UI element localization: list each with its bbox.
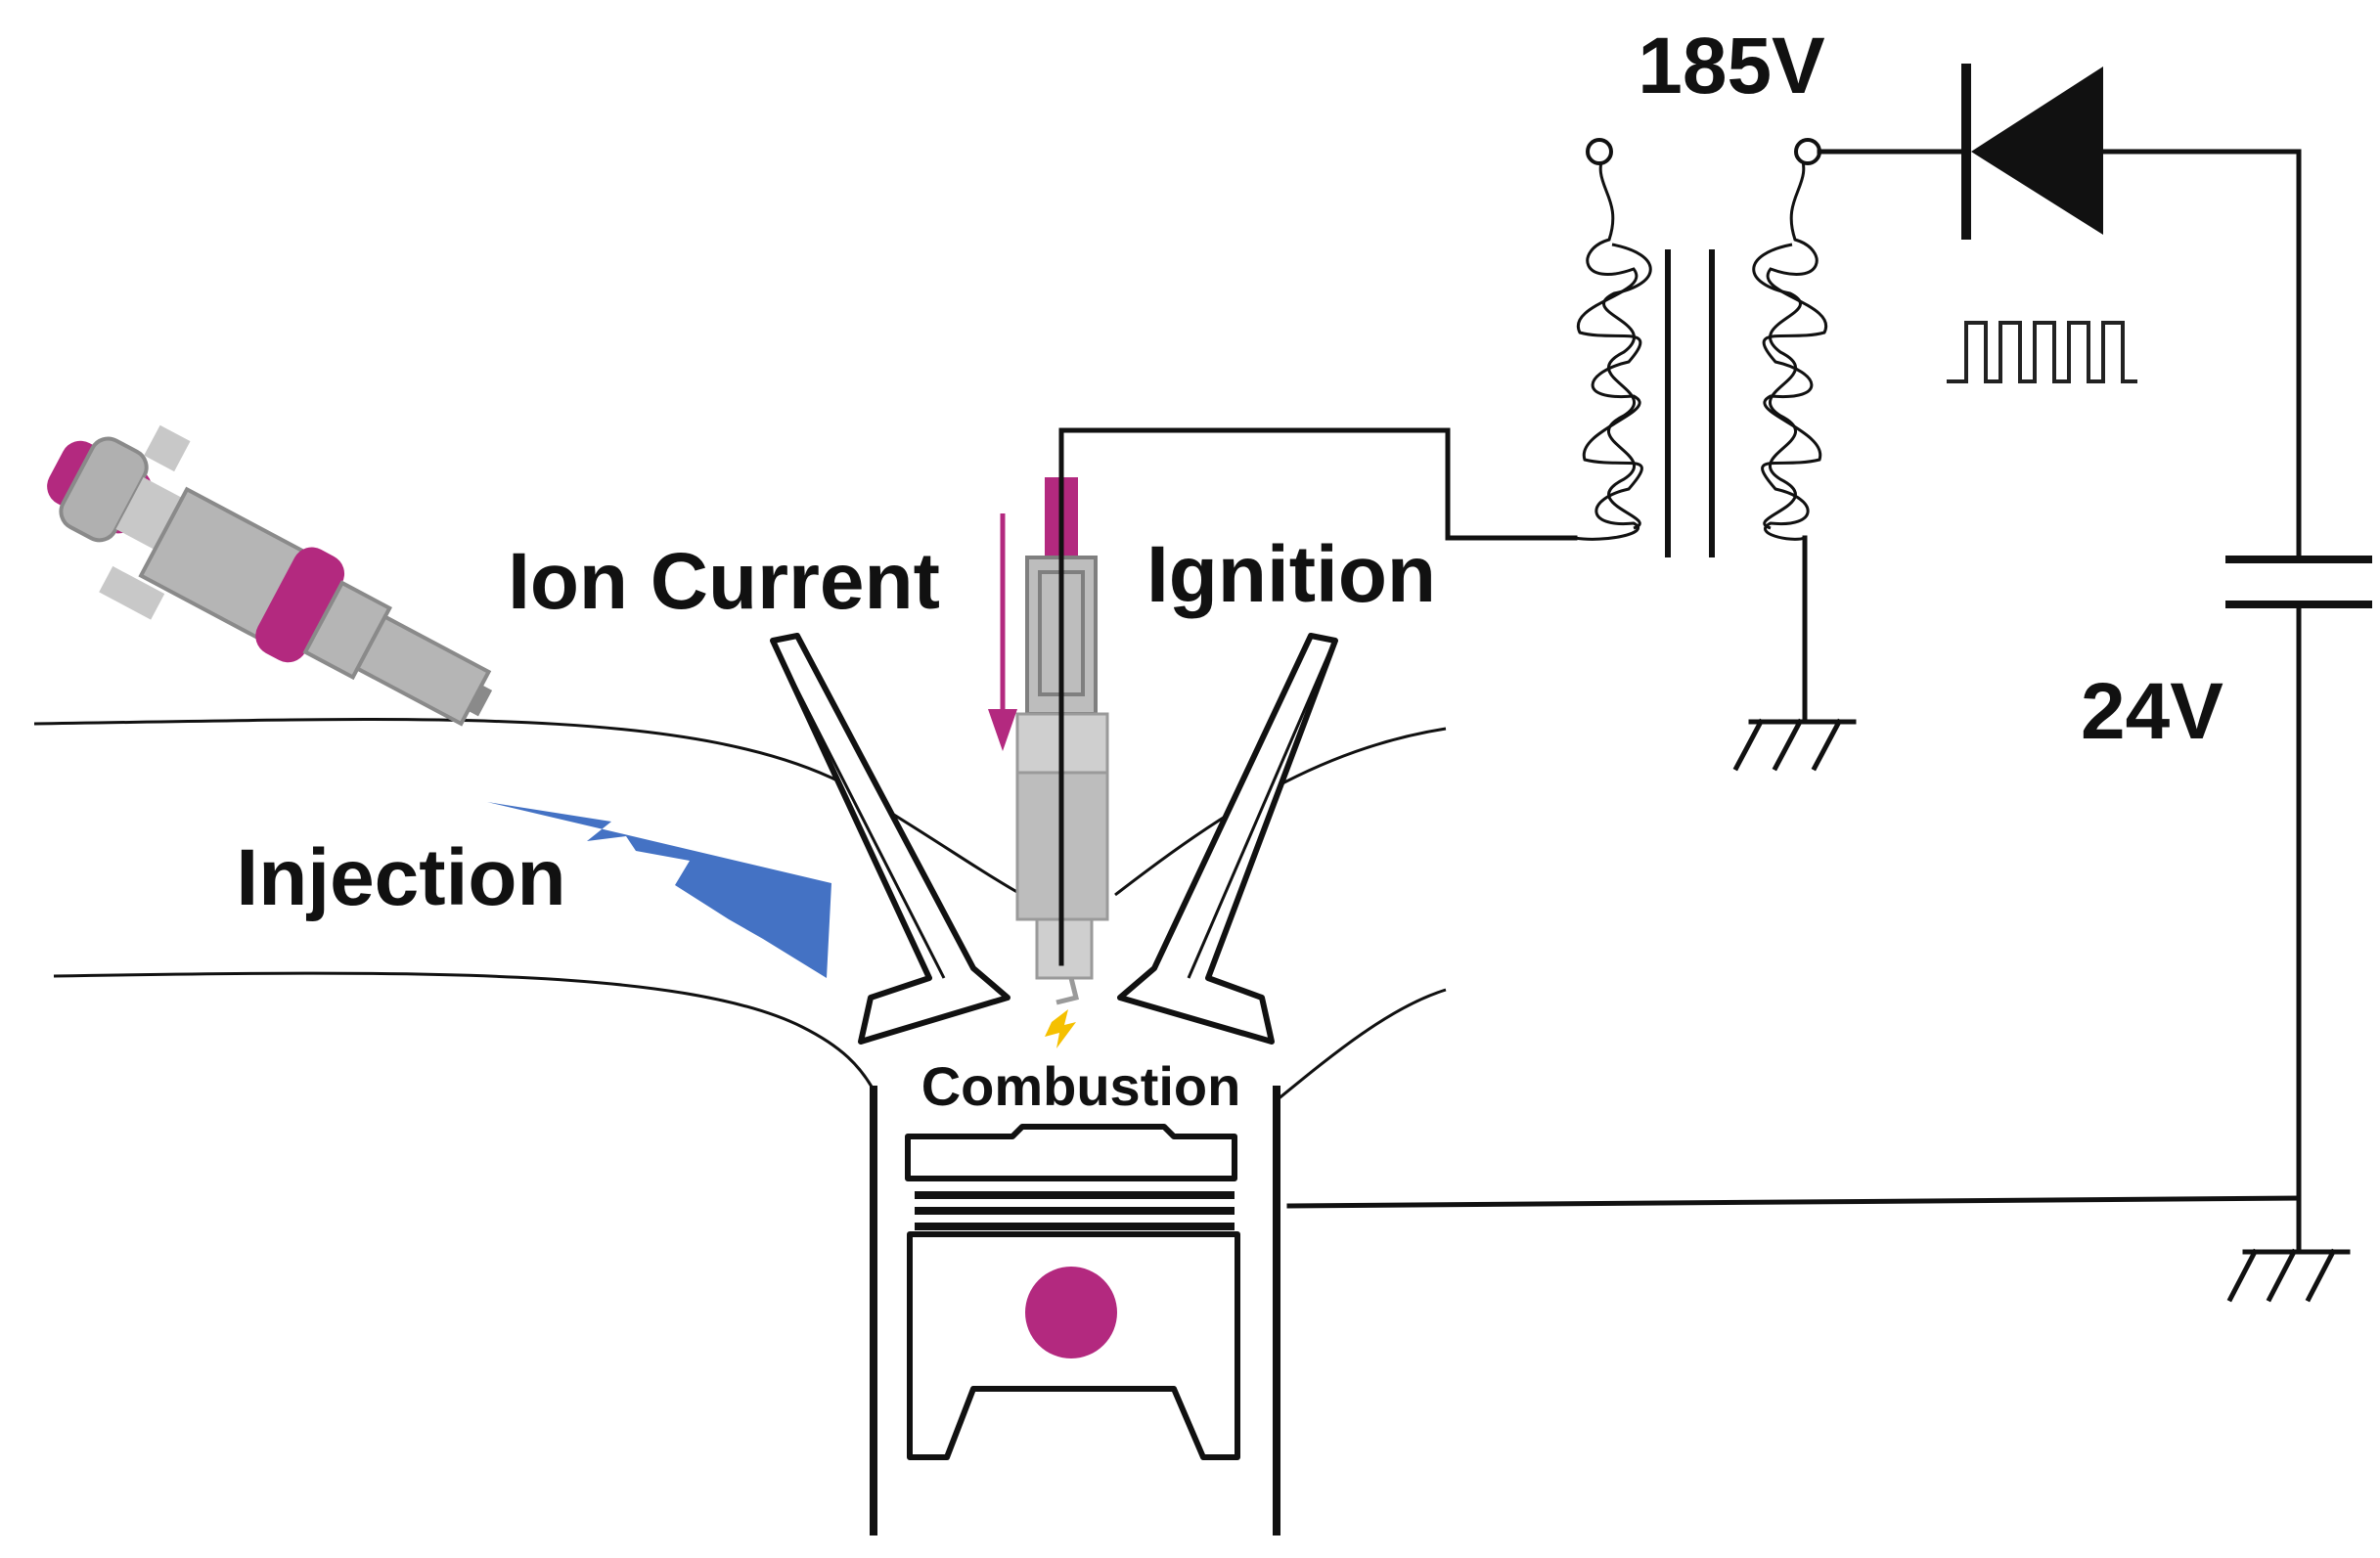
voltage-185-label: 185V bbox=[1638, 22, 1825, 111]
cylinder bbox=[870, 1086, 1280, 1536]
supply-wire bbox=[2100, 149, 2302, 558]
plug-lead-wire bbox=[1058, 427, 1578, 966]
ion-current-arrow bbox=[988, 513, 1017, 751]
capacitor-icon bbox=[2225, 556, 2372, 608]
spark-icon bbox=[1045, 1009, 1076, 1048]
ground-icon bbox=[1732, 718, 1857, 772]
exhaust-valve bbox=[1117, 633, 1338, 1045]
fuel-spray bbox=[487, 802, 831, 978]
cylinder-ground-wire bbox=[1286, 1195, 2302, 1209]
piston bbox=[905, 1124, 1240, 1460]
transformer bbox=[1574, 138, 1828, 557]
ignition-label: Ignition bbox=[1146, 530, 1436, 619]
ground-icon bbox=[2226, 1248, 2351, 1303]
voltage-24-label: 24V bbox=[2081, 667, 2223, 756]
wrist-pin bbox=[1025, 1267, 1117, 1358]
pulse-train-icon bbox=[1947, 321, 2137, 383]
combustion-label: Combustion bbox=[921, 1055, 1241, 1117]
intake-valve bbox=[770, 633, 1010, 1045]
ion-current-label: Ion Current bbox=[508, 537, 940, 626]
diode-icon bbox=[1961, 64, 2103, 240]
injection-label: Injection bbox=[236, 833, 565, 922]
fuel-injector bbox=[47, 424, 493, 727]
